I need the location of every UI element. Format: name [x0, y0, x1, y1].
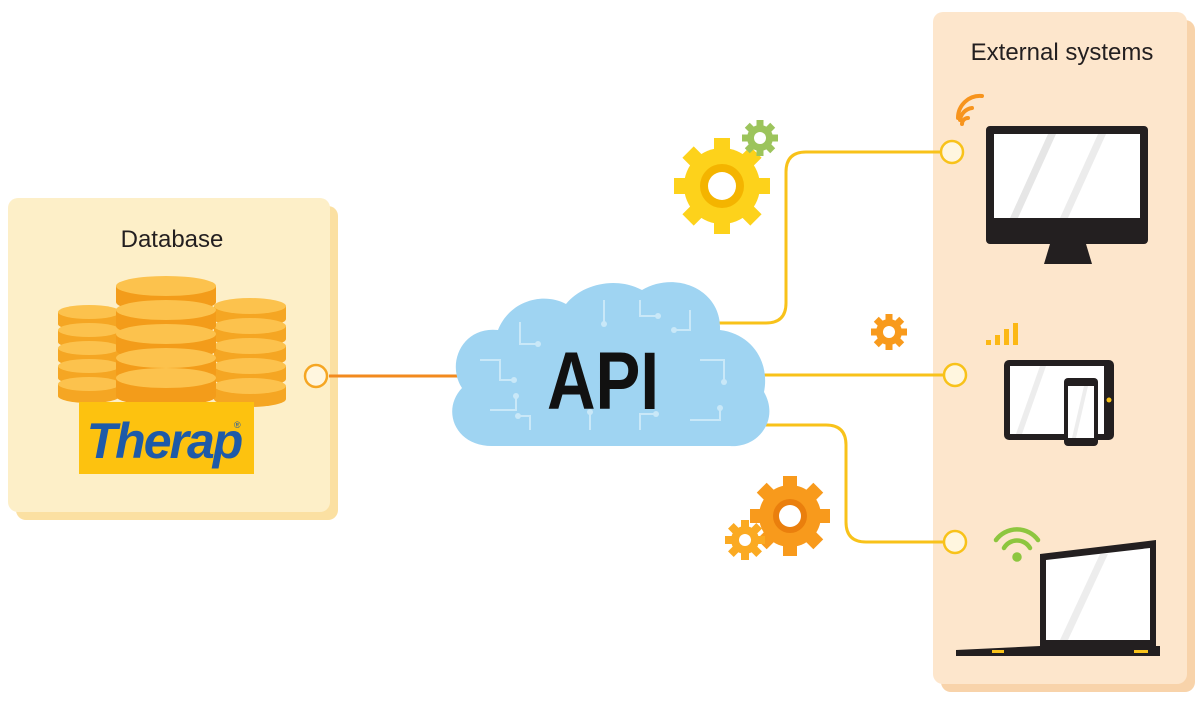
wifi-icon-green	[993, 527, 1041, 562]
connector-api-monitor	[718, 150, 944, 325]
api-label: API	[547, 335, 659, 427]
therap-logo-mark: ®	[234, 420, 241, 430]
connectors	[329, 150, 944, 544]
therap-logo: Therap ®	[79, 402, 254, 474]
external-systems-title: External systems	[971, 39, 1154, 66]
gear-icon-small-yellow-orange	[725, 520, 765, 560]
gear-icon-small-green	[742, 120, 778, 156]
laptop-icon	[956, 540, 1160, 656]
database-title: Database	[121, 226, 224, 253]
phone-icon	[1064, 378, 1098, 446]
tablet-connector-node	[942, 362, 968, 388]
cloud-icon	[452, 282, 770, 447]
gear-icon-large-orange	[750, 476, 830, 556]
monitor-icon	[986, 126, 1148, 264]
connector-api-laptop	[764, 423, 944, 544]
coin-stack-icon	[58, 276, 286, 407]
monitor-connector-node	[939, 139, 965, 165]
wifi-icon-orange	[955, 93, 984, 126]
therap-logo-text: Therap	[87, 413, 242, 469]
gear-icon-small-orange	[871, 314, 907, 350]
database-connector-node	[303, 363, 329, 389]
signal-bars-icon	[986, 323, 1018, 345]
laptop-connector-node	[942, 529, 968, 555]
gear-icon-large-yellow	[674, 138, 770, 234]
